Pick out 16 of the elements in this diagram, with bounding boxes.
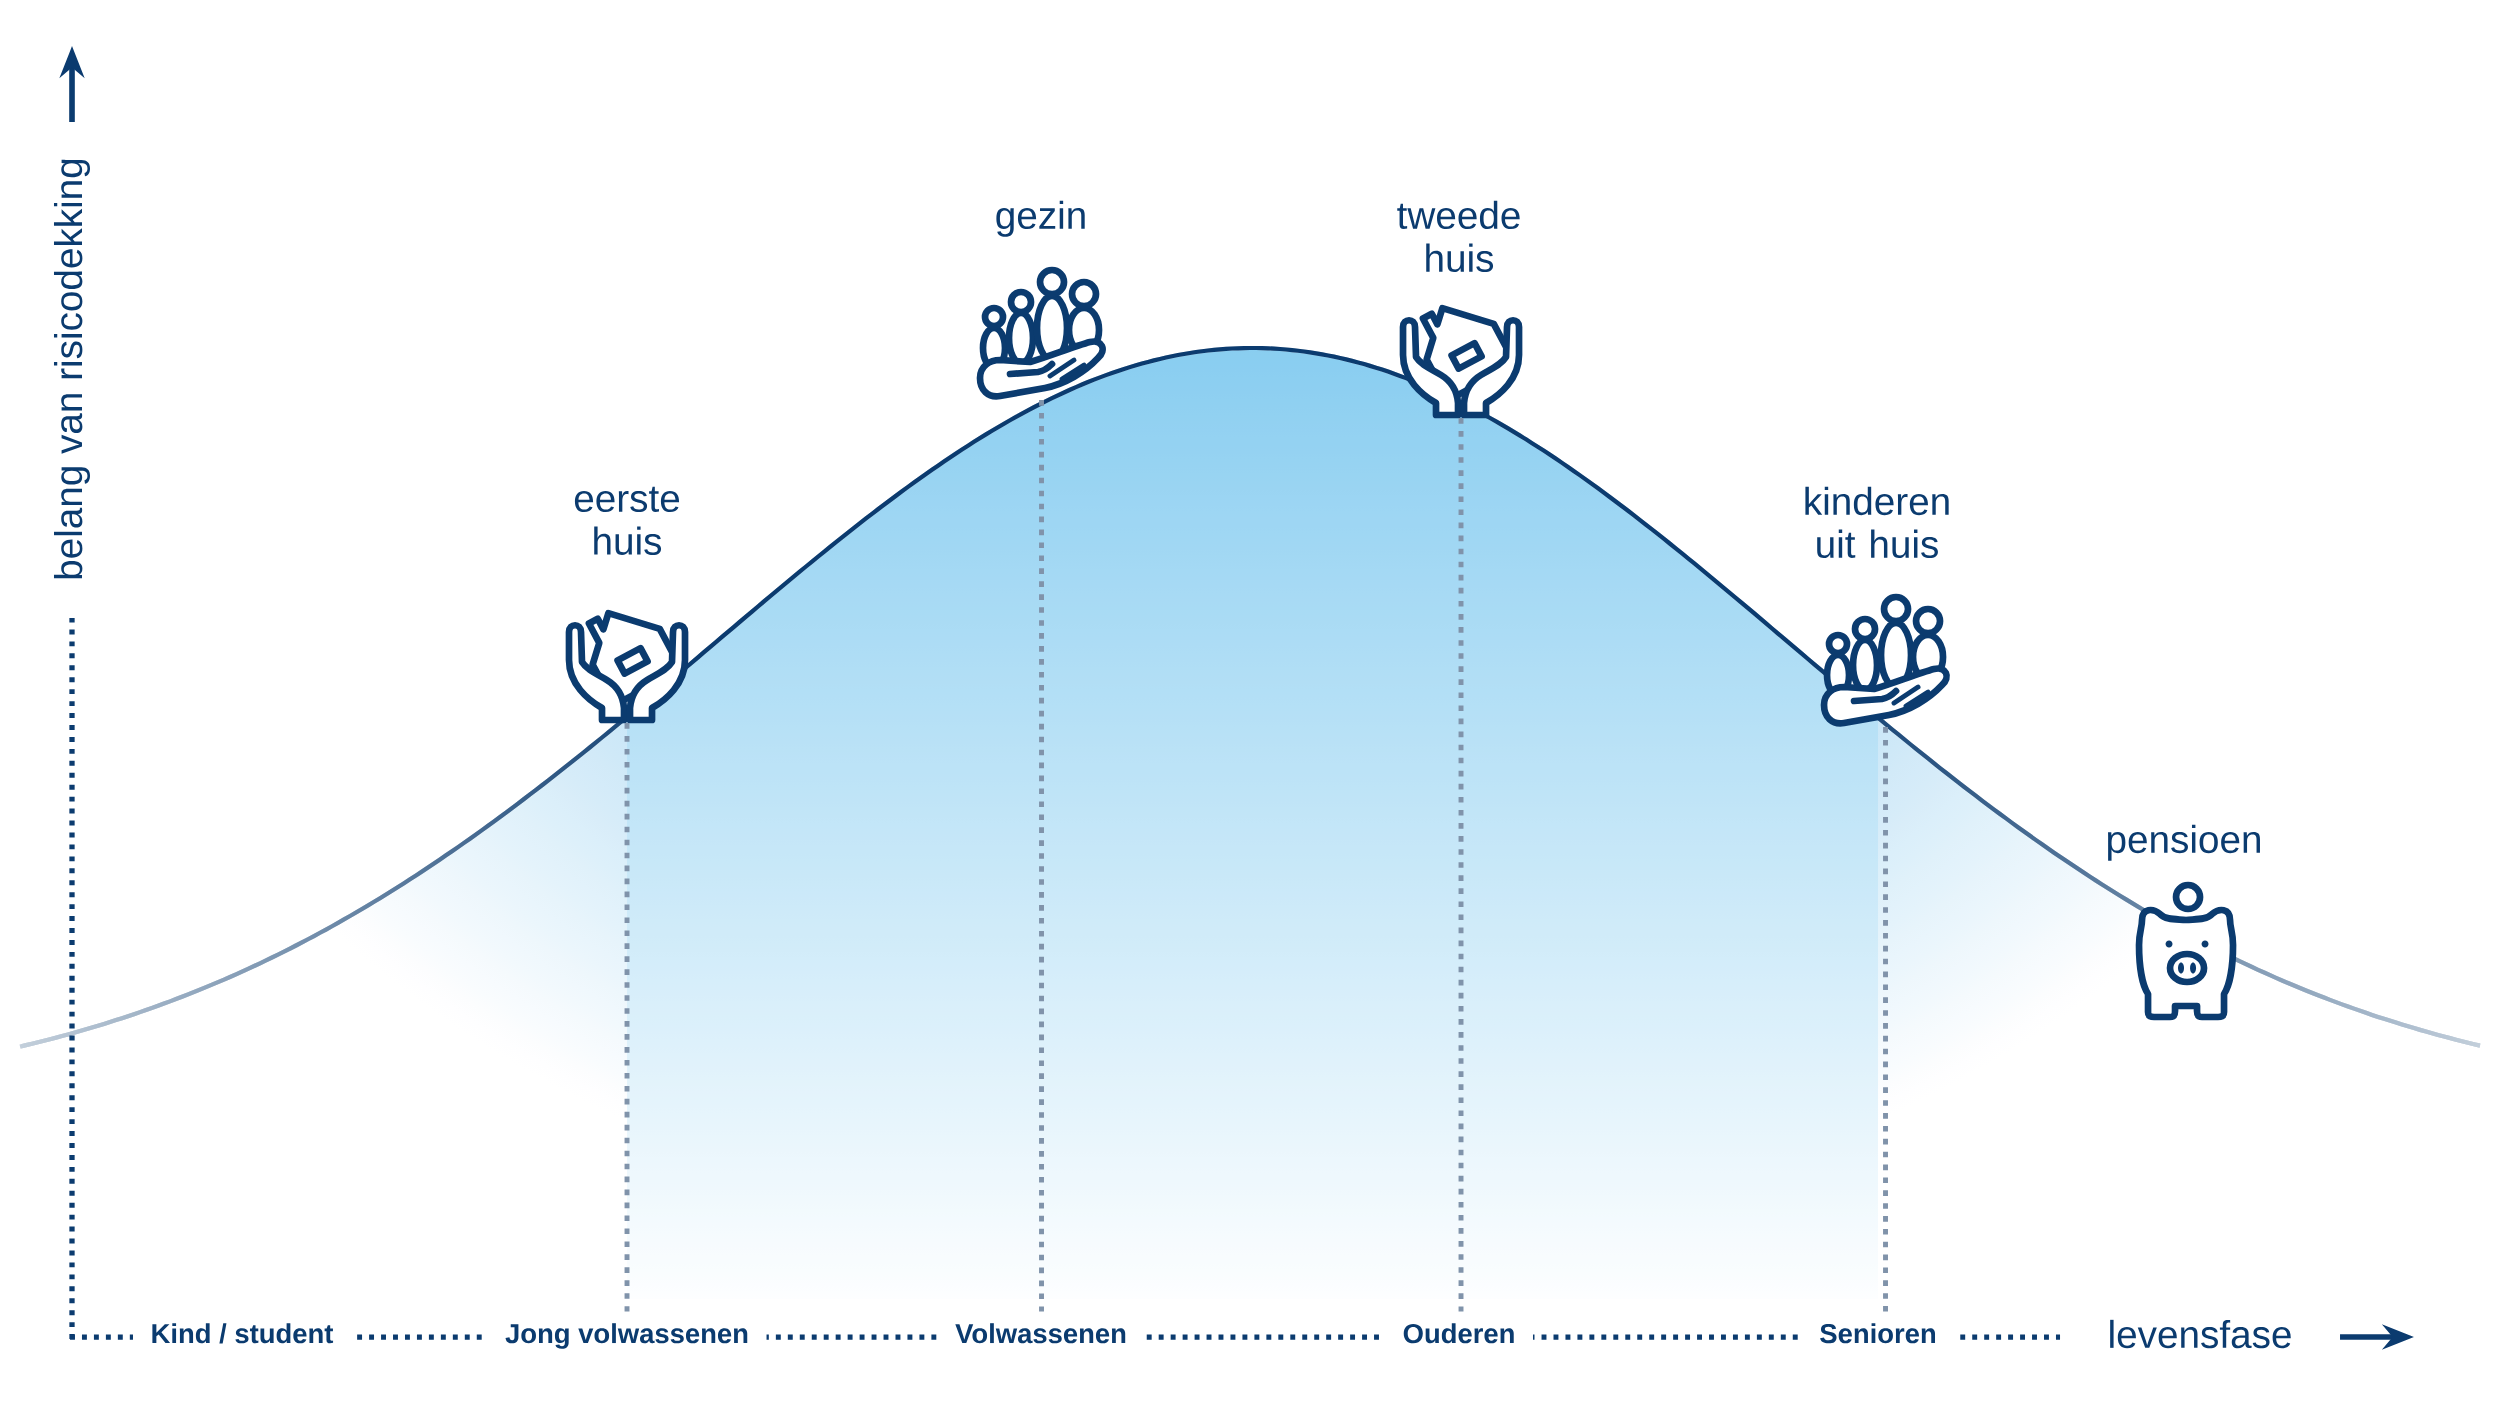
stage-label: Jong volwassenen [487,1311,767,1361]
milestone-label: pensioen [2108,824,2260,861]
dotted-drop-line [624,723,630,1312]
milestone-label: tweede huis [1397,200,1520,272]
axis-title: levensfase [2110,1319,2291,1349]
stage-label: Volwassenen [937,1311,1145,1361]
dotted-drop-line [1883,727,1888,1312]
milestone-label: eerste huis [574,486,680,555]
stage-label: Ouderen [1385,1311,1533,1361]
stage-label: Senioren [1801,1311,1955,1361]
axis-title: belang van risicodekking [54,159,90,579]
dotted-drop-line [1458,418,1464,1312]
milestone-label: kinderen uit huis [1805,486,1949,559]
stage-label: Kind / student [133,1311,351,1361]
milestone-label: gezin [996,200,1085,237]
dotted-drop-line [1039,400,1044,1312]
